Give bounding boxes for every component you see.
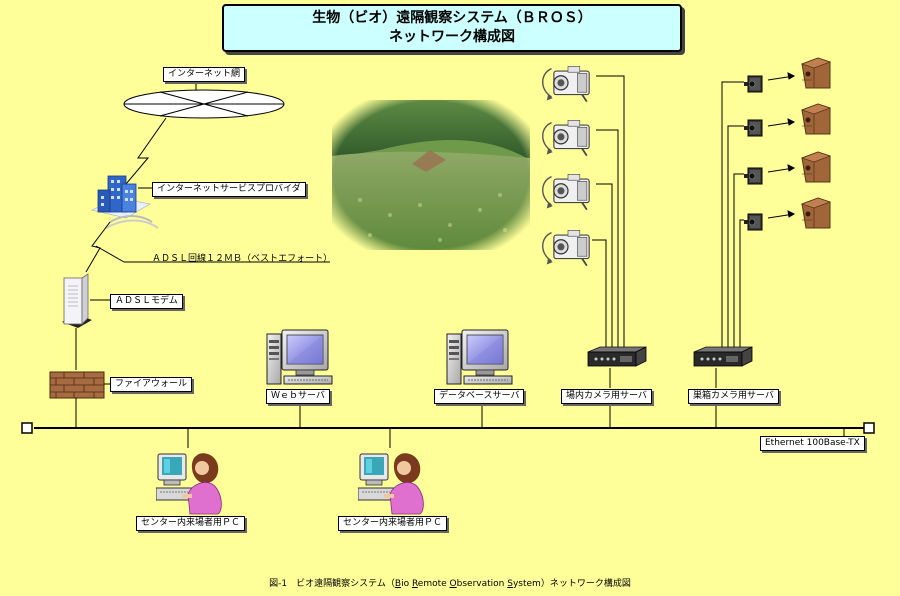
diagram-subtitle: ネットワーク構成図	[389, 29, 515, 45]
firewall-label: ファイアウォール	[110, 377, 193, 392]
ethernet-label: Ethernet 100Base-TX	[760, 436, 865, 451]
field-camera-server-icon	[587, 346, 647, 367]
internet-isp-link	[125, 117, 167, 185]
caption-prefix: 図-1 ビオ遠隔観察システム（	[269, 579, 395, 589]
caption-s-rest: ystem	[512, 579, 541, 589]
caption-r: R	[411, 579, 418, 589]
isp-modem-link	[85, 221, 111, 273]
nest-camera-arrows	[767, 72, 796, 219]
backbone-terminator-left	[21, 422, 33, 434]
isp-label: インターネットサービスプロバイダ	[152, 182, 306, 197]
backbone-terminator-right	[863, 422, 875, 434]
field-camera-server-label: 場内カメラ用サーバ	[561, 389, 652, 404]
caption-r-rest: emote	[417, 579, 450, 589]
firewall-icon	[49, 371, 105, 399]
birdhouse-icon	[801, 197, 831, 229]
caption-b: B	[394, 579, 402, 589]
caption-o-rest: bservation	[456, 579, 508, 589]
isp-building-icon	[91, 175, 159, 229]
birdhouse-icon	[801, 103, 831, 135]
nest-camera-cables	[721, 81, 744, 350]
caption-o: O	[449, 579, 457, 589]
nest-camera-server-label: 巣箱カメラ用サーバ	[688, 389, 779, 404]
internet-label: インターネット網	[163, 67, 246, 82]
diagram-title: 生物（ビオ）遠隔観察システム（ＢＲＯＳ）	[312, 10, 592, 26]
field-photo	[332, 100, 530, 250]
pc-left-label: センター内来場者用ＰＣ	[136, 516, 246, 531]
web-server-computer-icon	[266, 329, 333, 385]
db-server-label: データベースサーバ	[434, 389, 525, 404]
field-camera-cables	[592, 75, 625, 350]
adsl-modem-label: ＡＤＳＬモデム	[110, 294, 183, 309]
web-server-label: Ｗｅｂサーバ	[266, 389, 330, 404]
caption-b-rest: io	[401, 579, 412, 589]
figure-caption: 図-1 ビオ遠隔観察システム（Bio Remote Observation Sy…	[0, 576, 900, 589]
nest-camera-server-icon	[693, 346, 753, 367]
pc-right-label: センター内来場者用ＰＣ	[338, 516, 448, 531]
caption-suffix: ）ネットワーク構成図	[540, 579, 631, 589]
db-server-computer-icon	[446, 329, 513, 385]
diagram-title-box: 生物（ビオ）遠隔観察システム（ＢＲＯＳ） ネットワーク構成図	[222, 4, 682, 52]
adsl-line-label: ＡＤＳＬ回線１２ＭＢ（ベストエフォート）	[152, 254, 333, 264]
caption-s: S	[507, 579, 513, 589]
adsl-modem-icon	[62, 273, 92, 328]
birdhouse-icon	[801, 151, 831, 183]
internet-cloud-icon	[123, 89, 285, 119]
birdhouse-icon	[801, 57, 831, 89]
adsl-line-leader-a	[95, 245, 125, 263]
